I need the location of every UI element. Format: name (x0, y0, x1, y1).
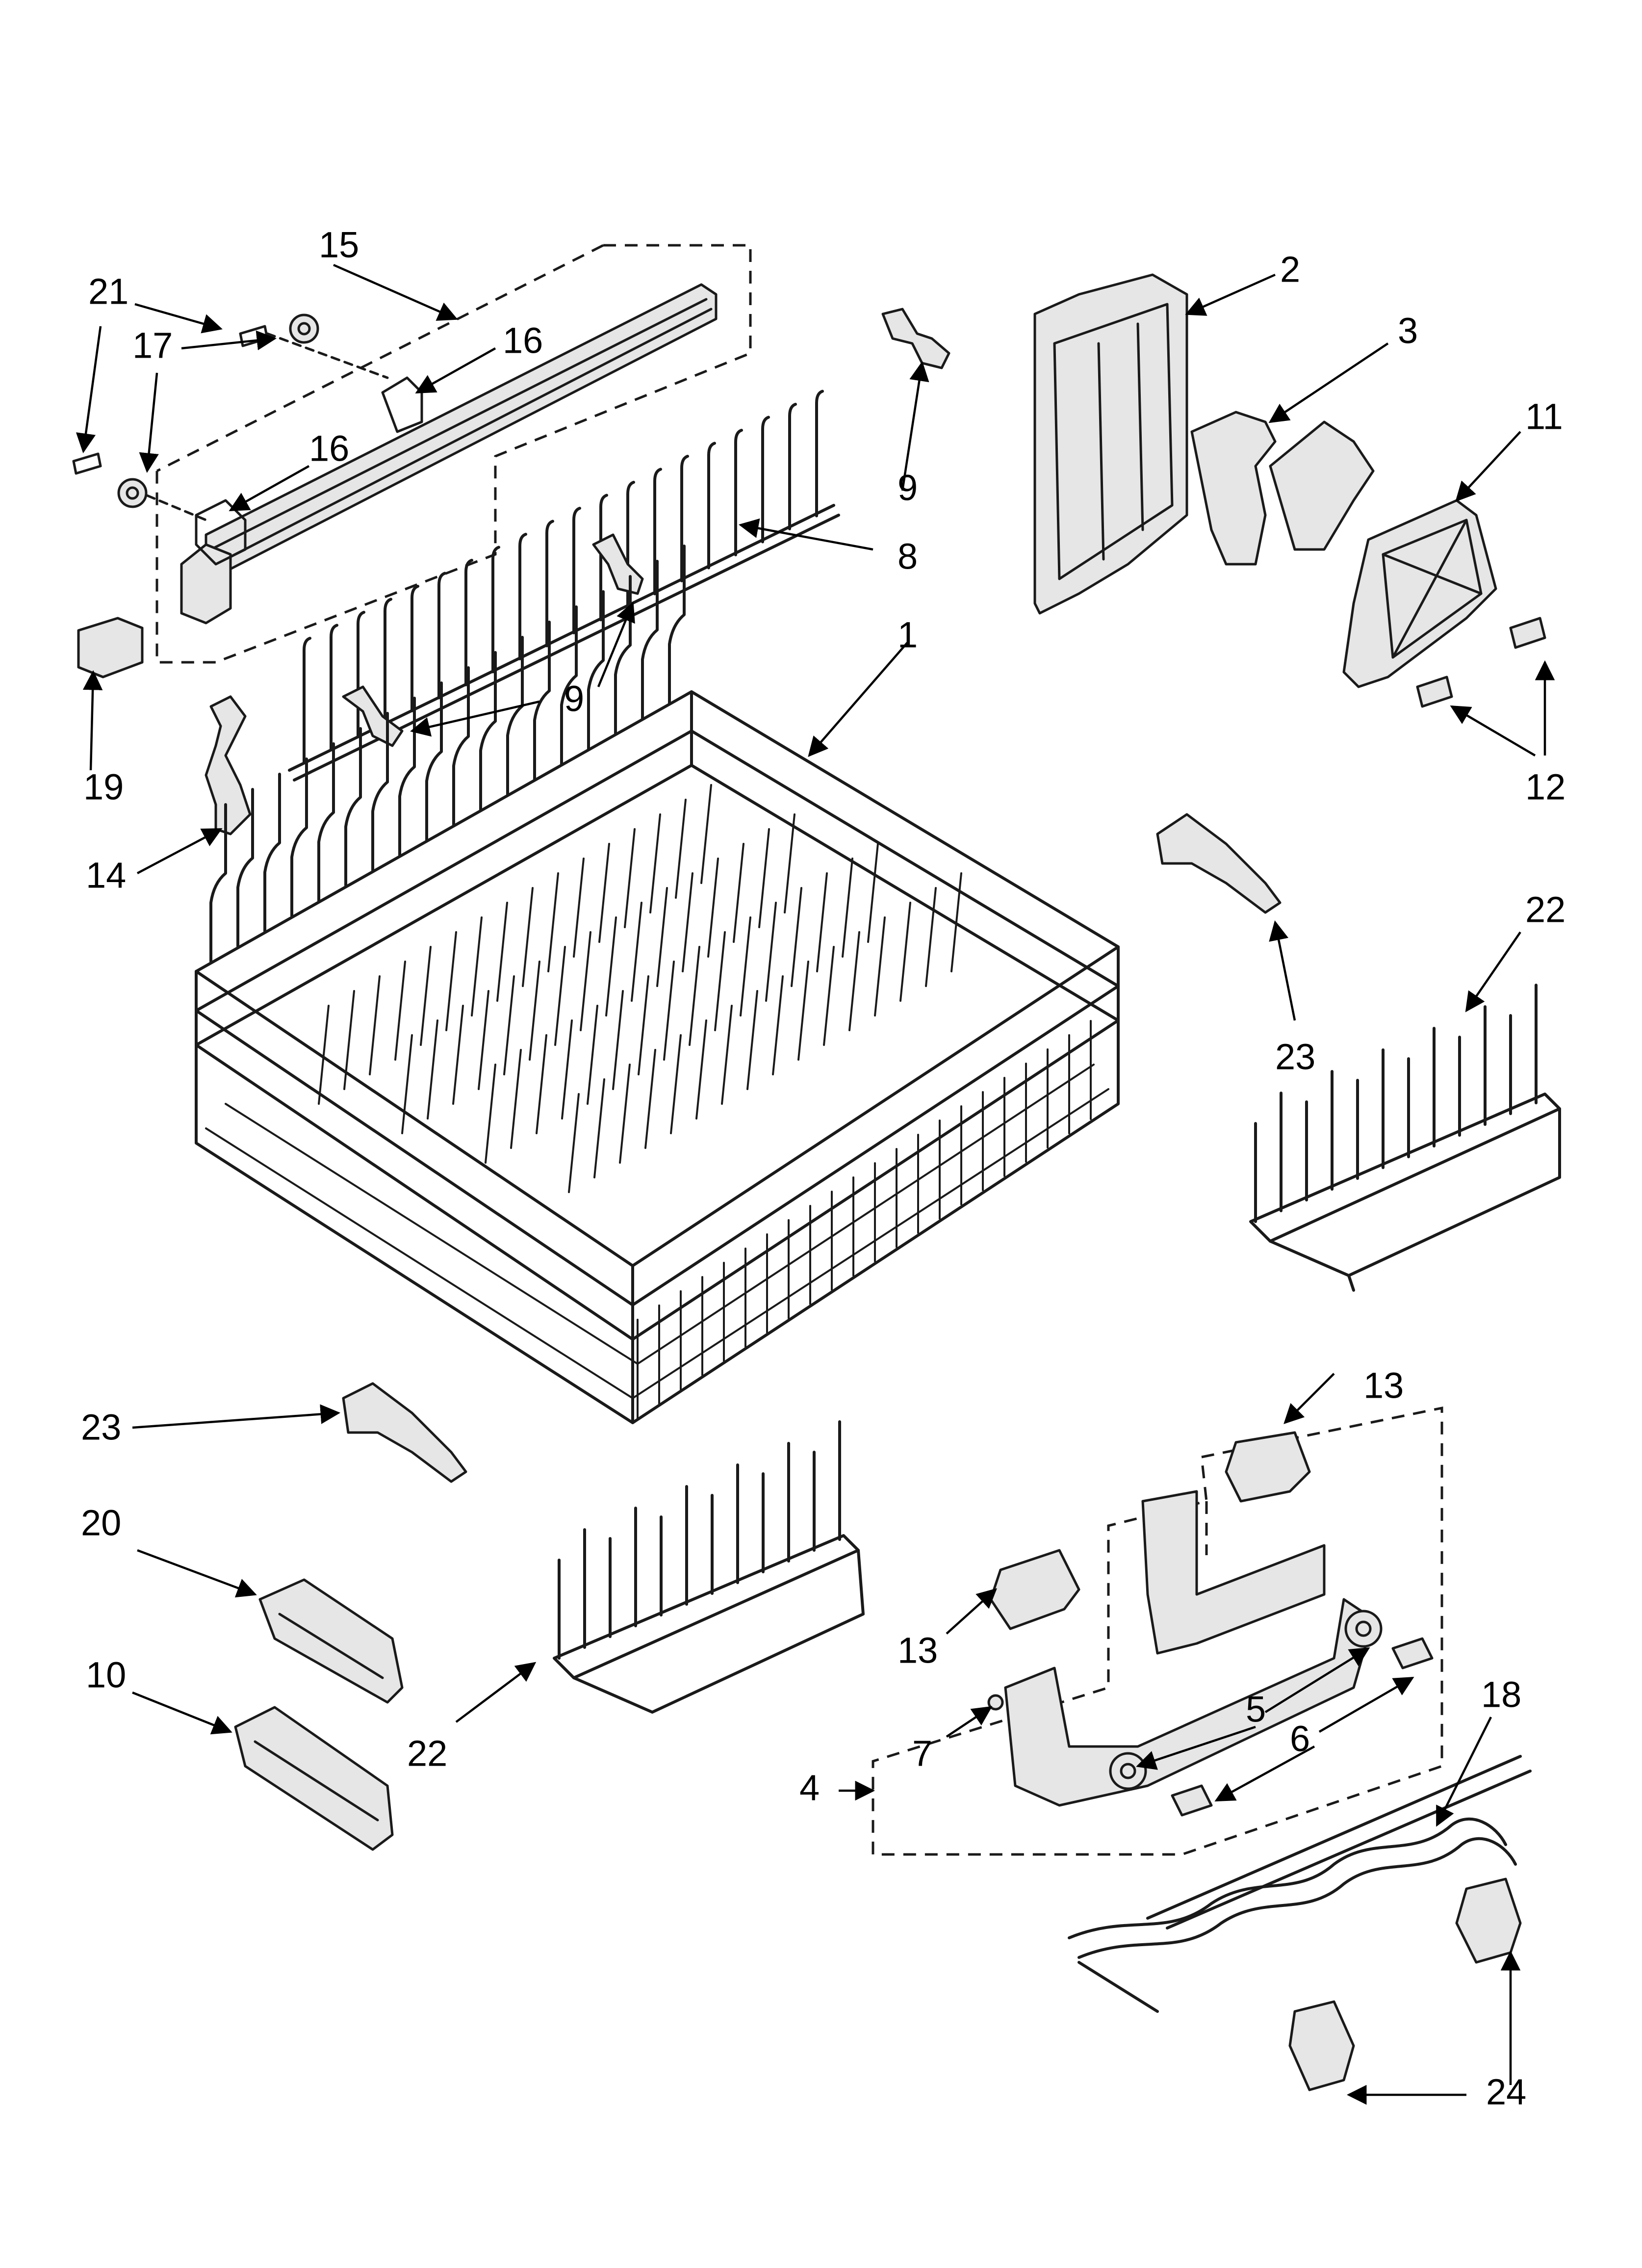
callout-24: 24 (1486, 2072, 1526, 2112)
callout-17: 17 (132, 325, 173, 366)
bracket-parts[interactable] (234, 1578, 404, 1851)
latch-part[interactable] (205, 695, 252, 835)
callout-15: 15 (319, 225, 359, 265)
rack-clip-parts[interactable] (342, 813, 1282, 1483)
spray-manifold-group[interactable] (872, 1406, 1443, 1856)
callout-labels: 1 2 3 4 5 6 7 8 9 9 10 11 12 13 13 14 15… (81, 225, 1565, 2112)
callout-23a: 23 (1275, 1037, 1315, 1077)
callout-23b: 23 (81, 1407, 121, 1448)
callout-18: 18 (1481, 1674, 1521, 1715)
rail-part[interactable] (180, 283, 718, 625)
callout-16a: 16 (503, 320, 543, 361)
upper-rack-part[interactable] (195, 545, 1120, 1424)
callout-3: 3 (1398, 311, 1418, 351)
callout-16b: 16 (309, 428, 349, 469)
tine-insert-parts[interactable] (553, 984, 1561, 1714)
callout-22b: 22 (407, 1733, 447, 1774)
callout-20: 20 (81, 1503, 121, 1543)
callout-12: 12 (1525, 767, 1565, 808)
spray-arm-mount-parts[interactable] (1033, 273, 1546, 708)
callout-2: 2 (1280, 249, 1300, 290)
callout-8: 8 (898, 536, 918, 577)
callout-22a: 22 (1525, 889, 1565, 930)
callout-4: 4 (799, 1768, 820, 1808)
callout-9a: 9 (898, 468, 918, 508)
callout-6: 6 (1290, 1719, 1310, 1759)
callout-13a: 13 (1363, 1365, 1404, 1406)
rail-assembly-group (72, 244, 752, 678)
stop-clip-parts[interactable] (1288, 1877, 1522, 2091)
wire-rack-part[interactable] (1068, 1755, 1532, 2013)
leader-lines (76, 263, 1555, 2105)
callout-7: 7 (912, 1733, 932, 1774)
callout-11: 11 (1525, 396, 1563, 437)
callout-10: 10 (86, 1655, 126, 1695)
callout-5: 5 (1246, 1689, 1266, 1730)
end-cap-part[interactable] (77, 617, 144, 678)
callout-9b: 9 (564, 678, 584, 719)
callout-19: 19 (83, 767, 124, 808)
callout-21: 21 (88, 271, 128, 312)
callout-1: 1 (898, 615, 918, 655)
callout-13b: 13 (898, 1630, 938, 1671)
clip-parts[interactable] (342, 308, 950, 747)
callout-14: 14 (86, 855, 126, 896)
